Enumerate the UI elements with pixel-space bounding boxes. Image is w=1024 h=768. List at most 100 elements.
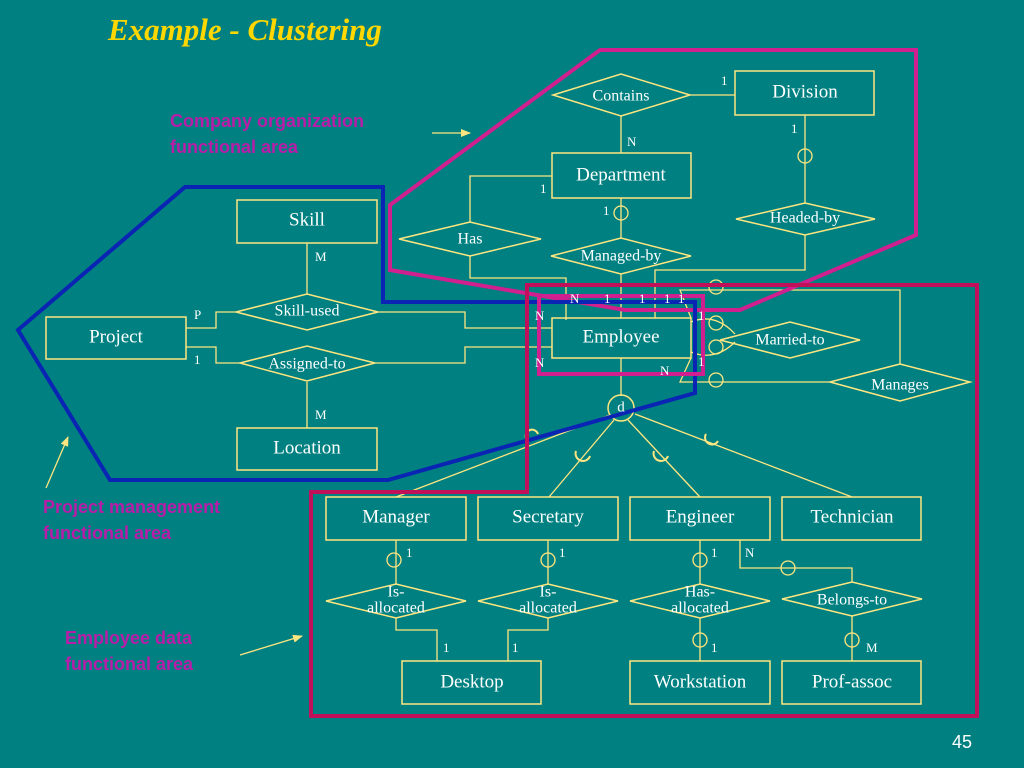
rel-skill-used [235,293,379,331]
card-manager-1: 1 [406,545,413,560]
entity-engineer-label: Engineer [666,506,735,527]
rel-has-label: Has [458,231,483,248]
card-workstation-1: 1 [711,640,718,655]
rel-manages [827,363,973,402]
card-location-m: M [315,407,327,422]
prof-assoc-circle [844,632,860,648]
entity-desktop-label: Desktop [440,671,503,692]
rel-has [398,221,542,257]
married-circle-2 [708,339,724,355]
project-area-label-line1: Project management [43,497,221,517]
card-secretary-1: 1 [559,545,566,560]
rel-headed-by-label: Headed-by [770,210,840,227]
card-married-1a: 1 [664,291,671,306]
company-area-label-line1: Company organization [170,111,365,131]
rel-has-allocated-label-line2: allocated [671,600,729,617]
card-contains-department: N [627,134,637,149]
project-area-label-line2: functional area [43,523,172,543]
entity-labels: Division Department Skill Project Employ… [89,81,894,692]
card-division-headed: 1 [791,121,798,136]
project-cluster-outline [15,185,697,482]
employee-area-label: Employee data functional area [65,625,193,677]
card-prof-assoc-m: M [866,640,878,655]
married-circle-1 [708,315,724,331]
participation-circles [386,148,860,648]
rel-has-allocated-label-line1: Has- [685,584,715,601]
division-headed-circle [797,148,813,164]
company-area-label-line2: functional area [170,137,299,157]
card-emp-assigned-n: N [535,355,545,370]
secretary-allocated-circle [540,552,556,568]
subset-symbols [524,428,719,462]
rel-married-to-label: Married-to [755,332,824,349]
card-managed-emp-1: 1 [604,291,611,306]
engineer-allocated-circle [692,552,708,568]
page-number: 45 [951,732,972,752]
rel-is-allocated-2 [477,583,619,619]
card-department-managed: 1 [603,203,610,218]
relationship-labels: Contains Has Headed-by Managed-by Skill-… [268,88,929,617]
rel-assigned-to-label: Assigned-to [268,356,345,373]
entity-division-label: Division [772,81,838,102]
card-engineer-n: N [745,545,755,560]
rel-headed-by [735,202,876,236]
relationship-diamonds [235,73,973,619]
cardinality-labels: 1 N 1 1 1 M P 1 M N N N 1 1 1 1 1 1 N 1 … [194,73,878,655]
entity-workstation [629,660,771,705]
card-project-p: P [194,307,201,322]
rel-is-allocated-1-label-line2: allocated [367,600,425,617]
entity-location-label: Location [273,437,341,458]
entity-skill [236,199,378,244]
disjoint-circle [607,394,635,422]
entity-secretary-label: Secretary [512,506,584,527]
entity-engineer [629,496,771,541]
company-area-label: Company organization functional area [170,108,364,160]
employee-cluster-outline [309,283,979,718]
entity-prof-assoc [781,660,922,705]
department-managed-circle [613,205,629,221]
card-married-1c: 1 [698,354,705,369]
card-emp-has-n: N [570,291,580,306]
entity-project-label: Project [89,326,144,347]
entity-project [45,316,187,360]
card-project-1: 1 [194,352,201,367]
entity-manager [325,496,467,541]
employee-area-label-line2: functional area [65,654,194,674]
entity-technician-label: Technician [810,506,894,527]
rel-has-allocated [629,583,771,619]
card-manages-n: N [660,363,670,378]
rel-managed-by-label: Managed-by [581,248,662,265]
card-department-has: 1 [540,181,547,196]
subset-symbol-2 [574,450,591,462]
entity-skill-label: Skill [289,209,325,230]
card-headed-emp-1: 1 [639,291,646,306]
entity-manager-label: Manager [362,506,430,527]
rel-skill-used-label: Skill-used [275,303,340,320]
company-cluster-outline [388,48,918,312]
card-contains-division: 1 [721,73,728,88]
connector-lines [45,94,901,661]
rel-managed-by [550,237,692,275]
rel-is-allocated-2-label-line1: Is- [540,584,557,601]
rel-belongs-to-label: Belongs-to [817,592,887,609]
disjoint-label: d [617,399,625,415]
entity-department-label: Department [576,164,666,185]
rel-assigned-to [237,345,376,382]
entity-secretary [477,496,619,541]
workstation-circle [692,632,708,648]
subset-symbol-4 [704,433,719,446]
entity-desktop [401,660,542,705]
belongs-to-circle [780,560,796,576]
card-skill-m: M [315,249,327,264]
project-area-label: Project management functional area [43,494,220,546]
rel-manages-label: Manages [871,377,929,394]
subset-symbol-3 [652,450,669,462]
card-desktop-1a: 1 [443,640,450,655]
entity-prof-assoc-label: Prof-assoc [812,671,892,692]
entity-boxes [45,70,922,705]
rel-is-allocated-1 [325,583,467,619]
card-desktop-1b: 1 [512,640,519,655]
rel-married-to [719,321,861,359]
rel-is-allocated-2-label-line2: allocated [519,600,577,617]
